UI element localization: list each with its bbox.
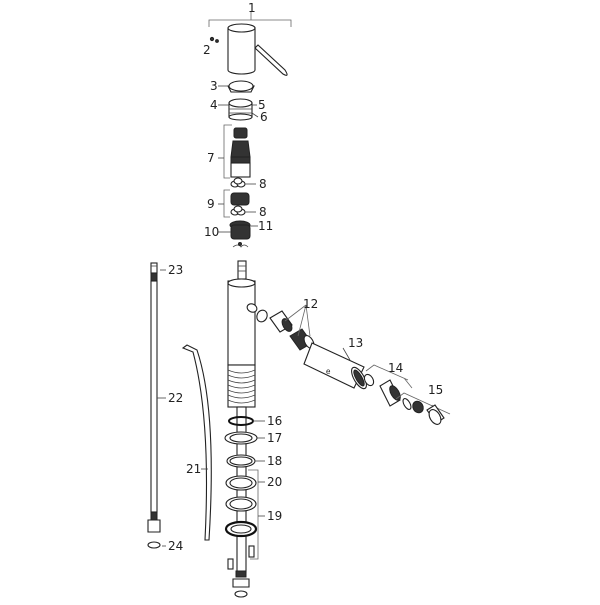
part-19-mounting-plate — [224, 520, 258, 538]
part-9-seal-set — [230, 192, 250, 206]
part-1-lever-handle — [227, 23, 288, 76]
label-3: 3 — [210, 79, 218, 93]
svg-text:e: e — [326, 367, 331, 376]
part-10-cartridge-base — [229, 220, 251, 240]
part-18-ring — [226, 454, 256, 468]
part-14-aerator-set — [363, 373, 401, 407]
label-14: 14 — [388, 361, 404, 375]
label-18: 18 — [267, 454, 283, 468]
part-4-threaded-ring — [228, 98, 253, 121]
label-22: 22 — [168, 391, 184, 405]
label-20: 20 — [267, 475, 283, 489]
part-8-seals-lower — [230, 205, 246, 216]
part-7-cartridge — [230, 127, 251, 178]
label-5: 5 — [258, 98, 266, 112]
label-10: 10 — [204, 225, 220, 239]
part-21-rod — [181, 344, 212, 541]
part-10-clip — [232, 242, 249, 248]
label-2: 2 — [203, 43, 211, 57]
label-16: 16 — [267, 414, 283, 428]
label-1: 1 — [248, 1, 256, 15]
bracket-1 — [208, 12, 292, 27]
part-19-bolts — [227, 545, 255, 570]
part-2-set-screw — [209, 36, 219, 43]
part-3-cap — [227, 80, 255, 93]
label-23: 23 — [168, 263, 184, 277]
label-15: 15 — [428, 383, 444, 397]
part-20-washer — [225, 475, 257, 491]
bottom-nut — [232, 570, 250, 598]
label-8-upper: 8 — [259, 177, 267, 191]
part-15-aerator — [402, 398, 445, 425]
part-17-washer — [224, 431, 258, 445]
label-7: 7 — [207, 151, 215, 165]
label-21: 21 — [186, 462, 202, 476]
label-9: 9 — [207, 197, 215, 211]
label-19: 19 — [267, 509, 283, 523]
label-13: 13 — [348, 336, 364, 350]
part-13-spout-tube — [303, 342, 367, 390]
label-4: 4 — [210, 98, 218, 112]
label-6: 6 — [260, 110, 268, 124]
label-17: 17 — [267, 431, 283, 445]
part-8-seals-upper — [230, 177, 246, 188]
part-22-flexible-hose — [147, 262, 161, 549]
label-11: 11 — [258, 219, 274, 233]
label-8-lower: 8 — [259, 205, 267, 219]
label-12: 12 — [303, 297, 319, 311]
label-24: 24 — [168, 539, 184, 553]
part-19-washer — [225, 496, 257, 512]
